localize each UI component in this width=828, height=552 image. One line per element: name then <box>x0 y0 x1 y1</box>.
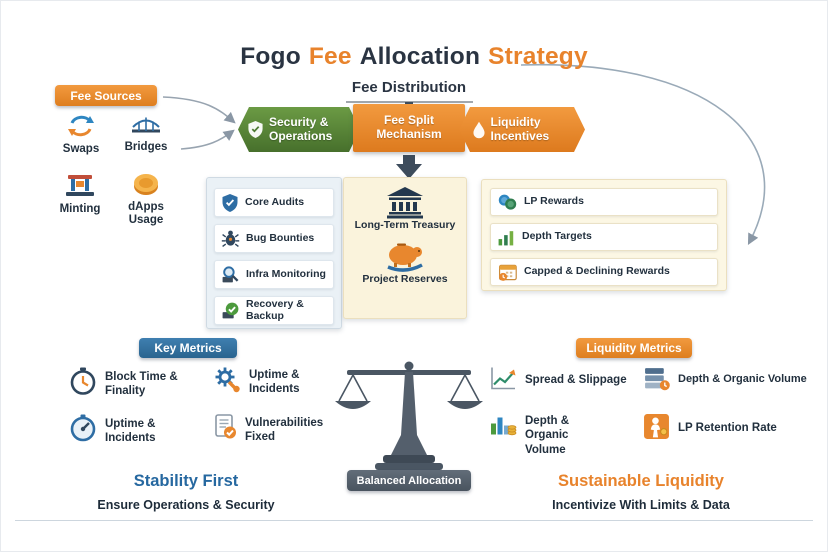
metric-uptime-incidents-2: Uptime & Incidents <box>69 414 173 446</box>
metric-spread-slippage: Spread & Slippage <box>489 365 637 392</box>
bottom-divider <box>15 520 813 521</box>
fee-sources-badge: Fee Sources <box>55 85 157 106</box>
key-metrics-badge: Key Metrics <box>139 338 237 358</box>
metric-label: Uptime & Incidents <box>249 369 300 396</box>
sustainable-liquidity-subtext: Incentivize With Limits & Data <box>552 498 730 512</box>
bar-chart-icon <box>497 228 516 247</box>
title-segment: Fee <box>308 43 352 71</box>
metric-block-time-finality: Block Time & Finality <box>69 367 183 399</box>
stability-first-heading: Stability First <box>133 472 239 490</box>
fee-source-label: dApps Usage <box>128 201 164 226</box>
metric-label: Depth & Organic Volume <box>678 373 807 385</box>
bridge-icon <box>130 111 162 137</box>
panel-item-label: Depth Targets <box>522 230 592 243</box>
shield-check-icon <box>247 120 264 139</box>
panel-item-lp-rewards: LP Rewards <box>490 188 718 216</box>
metric-uptime-incidents-1: Uptime & Incidents <box>213 365 317 397</box>
panel-item-label: Capped & Declining Rewards <box>524 265 670 278</box>
fee-source-label: Swaps <box>62 143 100 155</box>
bank-icon <box>385 186 425 219</box>
metric-label: Block Time & Finality <box>105 371 178 398</box>
title-segment: Strategy <box>488 43 588 71</box>
panel-item-label: Recovery & Backup <box>246 298 304 322</box>
clock-icon <box>69 367 97 395</box>
metric-label: Spread & Slippage <box>525 374 627 386</box>
pipeline-stage-label: Fee Split Mechanism <box>376 113 442 141</box>
title-segment: Fogo <box>240 43 301 71</box>
metric-depth-organic-1: Depth & Organic Volume <box>643 365 810 392</box>
pipeline-stage-label: Liquidity Incentives <box>490 114 550 143</box>
stacked-docs-icon <box>643 365 670 392</box>
person-icon <box>643 413 670 440</box>
metric-label: Vulnerabilities Fixed <box>245 417 324 444</box>
balanced-allocation-badge: Balanced Allocation <box>347 470 471 491</box>
fee-source-swaps: Swaps <box>51 113 111 156</box>
panel-item-label: Infra Monitoring <box>246 267 326 280</box>
liquidity-panel: LP Rewards Depth Targets <box>481 179 727 291</box>
panel-item-recovery-backup: Recovery & Backup <box>214 296 334 325</box>
magnifier-icon <box>221 265 240 284</box>
pipeline-fee-split-mechanism: Fee Split Mechanism <box>353 104 465 152</box>
metric-lp-retention: LP Retention Rate <box>643 413 786 440</box>
fee-source-minting: Minting <box>47 173 113 216</box>
minting-press-icon <box>64 173 96 199</box>
bug-icon <box>221 229 240 248</box>
panel-item-label: LP Rewards <box>524 195 584 208</box>
pipeline-liquidity-incentives: Liquidity Incentives <box>459 107 585 152</box>
fee-source-label: Bridges <box>124 141 168 153</box>
calendar-clock-icon <box>497 263 518 282</box>
panel-item-label: Bug Bounties <box>246 231 315 244</box>
piggy-bank-icon <box>382 240 428 273</box>
pipeline-stage-label: Security & Operations <box>269 114 333 143</box>
panel-item-label: Project Reserves <box>362 273 448 286</box>
panel-item-infra-monitoring: Infra Monitoring <box>214 260 334 289</box>
line-chart-icon <box>489 365 517 392</box>
panel-item-bug-bounties: Bug Bounties <box>214 224 334 253</box>
panel-item-label: Long-Term Treasury <box>354 219 456 231</box>
metric-label: Depth & Organic Volume <box>525 415 570 456</box>
title-segment: Allocation <box>359 43 481 71</box>
balance-scale <box>335 361 483 470</box>
sustainable-liquidity-heading: Sustainable Liquidity <box>558 472 724 490</box>
metric-label: Uptime & Incidents <box>105 418 156 445</box>
panel-item-capped-declining: Capped & Declining Rewards <box>490 258 718 286</box>
panel-item-core-audits: Core Audits <box>214 188 334 217</box>
panel-item-label: Core Audits <box>245 195 305 208</box>
coins-icon <box>497 193 518 212</box>
check-circle-icon <box>221 301 240 320</box>
coin-icon <box>131 171 161 197</box>
liquidity-metrics-badge: Liquidity Metrics <box>576 338 692 358</box>
pipeline-security-operations: Security & Operations <box>238 107 360 152</box>
gear-wrench-icon <box>213 365 241 393</box>
panel-item-depth-targets: Depth Targets <box>490 223 718 251</box>
security-operations-panel: Core Audits Bug Bounties <box>206 177 342 329</box>
stability-first-subtext: Ensure Operations & Security <box>97 498 275 512</box>
gauge-icon <box>69 414 97 442</box>
down-arrow-icon <box>396 155 422 179</box>
fee-source-dapps: dApps Usage <box>117 171 175 226</box>
metric-vulnerabilities-fixed: Vulnerabilities Fixed <box>213 413 329 445</box>
shield-icon <box>221 193 239 213</box>
fee-distribution-label: Fee Distribution <box>351 79 467 96</box>
document-check-icon <box>213 413 237 440</box>
fee-source-bridges: Bridges <box>115 111 177 154</box>
metric-label: LP Retention Rate <box>678 422 777 434</box>
fee-split-panel: Long-Term Treasury Project Reserves <box>343 177 467 319</box>
fee-source-label: Minting <box>59 203 101 215</box>
swap-arrows-icon <box>66 113 96 139</box>
bars-coins-icon <box>489 411 517 438</box>
droplet-icon <box>472 121 486 139</box>
metric-depth-organic-2: Depth & Organic Volume <box>489 411 603 457</box>
